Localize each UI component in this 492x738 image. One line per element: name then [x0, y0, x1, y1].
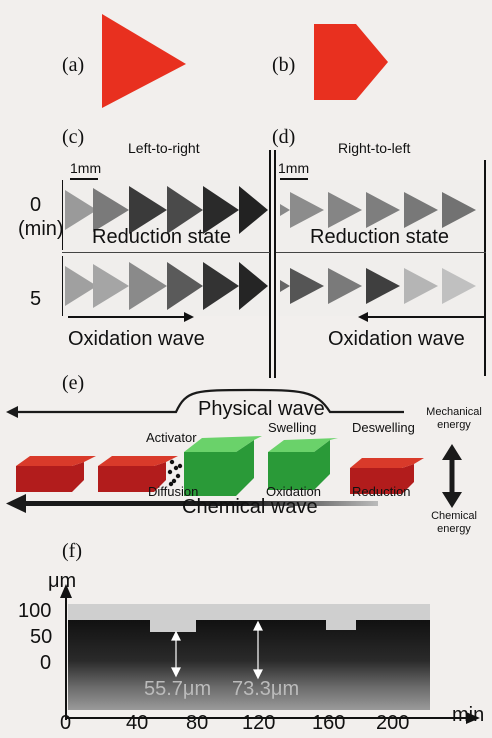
red-gel-2	[98, 456, 178, 492]
d-scale-bar	[280, 178, 308, 180]
f-xlabel: min	[452, 704, 485, 726]
d-image-row1	[278, 256, 484, 316]
d-state-label: Reduction state	[310, 226, 449, 248]
c-row0-label: 0	[30, 194, 42, 216]
c-row0-unit: (min)	[18, 218, 64, 240]
c-gel-row1	[65, 262, 268, 310]
e-deswelling-label: Deswelling	[352, 420, 415, 435]
c-wave-label: Oxidation wave	[68, 328, 205, 350]
d-wave-label: Oxidation wave	[328, 328, 465, 350]
c-divider-right	[269, 150, 271, 378]
c-image-row1	[62, 256, 269, 316]
physical-wave-line	[18, 388, 404, 414]
f-measure1-label: 55.7μm	[144, 678, 212, 700]
f-xtick-160: 160	[312, 712, 346, 734]
c-row1-label: 5	[30, 288, 42, 310]
c-state-label: Reduction state	[92, 226, 231, 248]
d-divider-right	[484, 160, 486, 376]
f-xtick-120: 120	[242, 712, 276, 734]
panel-label-f: (f)	[62, 540, 82, 562]
f-measure2-label: 73.3μm	[232, 678, 300, 700]
f-x-arrowhead	[466, 712, 480, 724]
e-chemical-energy-line1: Chemical	[431, 510, 477, 522]
f-notch-1	[150, 620, 196, 632]
f-xtick-40: 40	[126, 712, 149, 734]
f-y-arrowhead	[60, 584, 72, 598]
f-background-top	[68, 604, 430, 620]
f-ytick-100: 100	[18, 600, 52, 622]
panel-label-c: (c)	[62, 126, 85, 148]
e-chemical-wave-label: Chemical wave	[182, 496, 318, 518]
green-gel-2	[268, 438, 338, 490]
f-ylabel: μm	[48, 570, 77, 592]
d-image-row0	[278, 180, 484, 250]
f-ytick-0: 0	[40, 652, 52, 674]
red-gel-1	[16, 456, 96, 492]
c-gel-row0	[65, 186, 268, 234]
energy-double-arrow	[442, 444, 462, 508]
panel-label-d: (d)	[272, 126, 296, 148]
d-gel-row0	[280, 192, 476, 228]
d-title: Right-to-left	[338, 140, 411, 156]
e-mechanical-energy-line1: Mechanical	[426, 406, 482, 418]
e-activator-label: Activator	[146, 430, 197, 445]
f-notch-2	[326, 620, 356, 630]
c-title: Left-to-right	[128, 140, 200, 156]
c-row-divider	[62, 252, 270, 253]
d-row-divider	[276, 252, 486, 253]
f-xtick-0: 0	[60, 712, 72, 734]
e-mechanical-energy-label: Mechanical energy	[422, 406, 486, 432]
panel-label-a: (a)	[62, 54, 85, 76]
physical-wave-arrowhead	[6, 406, 18, 418]
e-oxidation-label: Oxidation	[266, 484, 321, 499]
e-diagram	[6, 388, 462, 513]
chemical-wave-arrowhead	[6, 494, 26, 513]
red-triangle-a	[102, 14, 186, 108]
d-divider-left	[274, 150, 276, 378]
panel-label-e: (e)	[62, 372, 85, 394]
f-xtick-80: 80	[186, 712, 209, 734]
e-swelling-label: Swelling	[268, 420, 317, 435]
d-wave-arrow	[358, 312, 484, 322]
c-image-row0	[62, 180, 269, 250]
f-measure-arrow-1	[171, 630, 181, 678]
e-diffusion-label: Diffusion	[148, 484, 199, 499]
f-xtick-200: 200	[376, 712, 410, 734]
green-gel-1	[184, 436, 262, 496]
c-scale-label: 1mm	[70, 160, 102, 176]
c-scale-bar	[70, 178, 98, 180]
c-wave-arrow	[68, 312, 194, 322]
e-reduction-label: Reduction	[352, 484, 411, 499]
e-mechanical-energy-line2: energy	[437, 419, 471, 431]
chemical-wave-line	[20, 501, 378, 506]
d-gel-row1	[280, 268, 476, 304]
f-ytick-50: 50	[30, 626, 53, 648]
f-plot	[60, 584, 480, 724]
red-gel-3	[350, 458, 424, 494]
activator-dots	[167, 459, 183, 487]
f-measure-arrow-2	[253, 620, 263, 680]
e-chemical-energy-label: Chemical energy	[422, 510, 486, 536]
f-kymograph	[68, 620, 430, 710]
e-chemical-energy-line2: energy	[437, 523, 471, 535]
e-physical-wave-label: Physical wave	[198, 398, 325, 420]
d-scale-label: 1mm	[278, 160, 310, 176]
red-truncated-triangle-b	[314, 24, 388, 100]
panel-label-b: (b)	[272, 54, 296, 76]
